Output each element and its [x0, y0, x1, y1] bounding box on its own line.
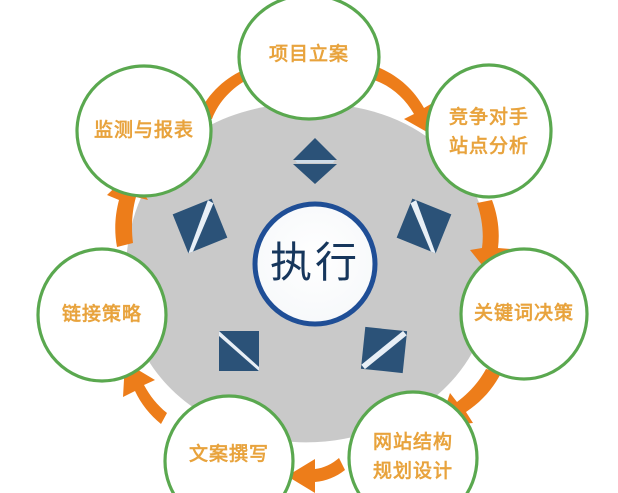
node-proposal[interactable]: 项目立案: [237, 0, 381, 121]
node-copywriting-label: 文案撰写: [189, 442, 269, 465]
square-marker-bottom-left: [219, 331, 259, 371]
node-link-strategy-label: 链接策略: [62, 302, 142, 325]
node-monitoring-report-label: 监测与报表: [94, 118, 194, 141]
center-node[interactable]: 执行: [252, 201, 378, 327]
node-bubbles: 项目立案 竞争对手 站点分析 关键词决策 网站结构 规划设计 文案撰写: [36, 0, 589, 493]
node-keyword-decision[interactable]: 关键词决策: [459, 247, 589, 381]
arrow-structure-to-copywriting: [287, 458, 345, 493]
arrow-proposal-to-competitor: [371, 66, 436, 136]
node-keyword-decision-label: 关键词决策: [474, 301, 574, 324]
node-link-strategy[interactable]: 链接策略: [36, 247, 168, 383]
square-marker-bottom-right: [360, 326, 408, 374]
node-site-structure-label-line2: 规划设计: [373, 459, 453, 482]
center-node-label: 执行: [270, 239, 360, 286]
square-marker-right: [396, 198, 452, 254]
node-competitor-analysis-label-line1: 竞争对手: [449, 105, 529, 128]
decorative-markers: [172, 138, 452, 374]
diamond-marker-top: [293, 138, 337, 184]
node-site-structure-label-line1: 网站结构: [373, 430, 453, 453]
node-site-structure[interactable]: 网站结构 规划设计: [347, 390, 479, 493]
node-competitor-analysis[interactable]: 竞争对手 站点分析: [425, 63, 553, 199]
square-marker-left: [172, 198, 228, 254]
arrow-copywriting-to-link: [123, 362, 167, 424]
node-competitor-analysis-label-line2: 站点分析: [449, 134, 529, 157]
node-copywriting[interactable]: 文案撰写: [163, 394, 295, 493]
node-proposal-label: 项目立案: [269, 42, 349, 65]
node-monitoring-report[interactable]: 监测与报表: [75, 64, 213, 198]
